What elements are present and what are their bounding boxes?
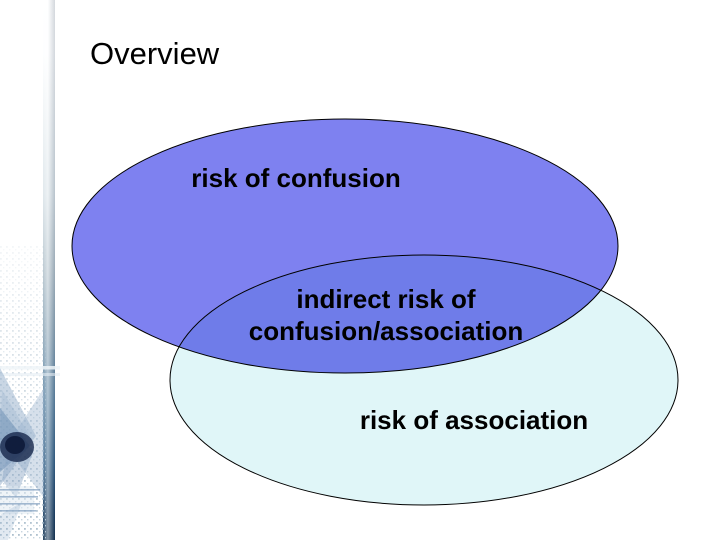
overlap-line-2: confusion/association	[248, 316, 524, 346]
label-risk-of-association: risk of association	[359, 405, 589, 435]
label-overlap: indirect risk of confusion/association	[211, 283, 561, 347]
label-risk-of-confusion: risk of confusion	[191, 163, 401, 193]
confusion-ellipse	[71, 118, 619, 374]
corner-decoration-icon	[0, 246, 60, 540]
overlap-line-1: indirect risk of	[296, 284, 476, 314]
slide-title: Overview	[90, 36, 220, 71]
